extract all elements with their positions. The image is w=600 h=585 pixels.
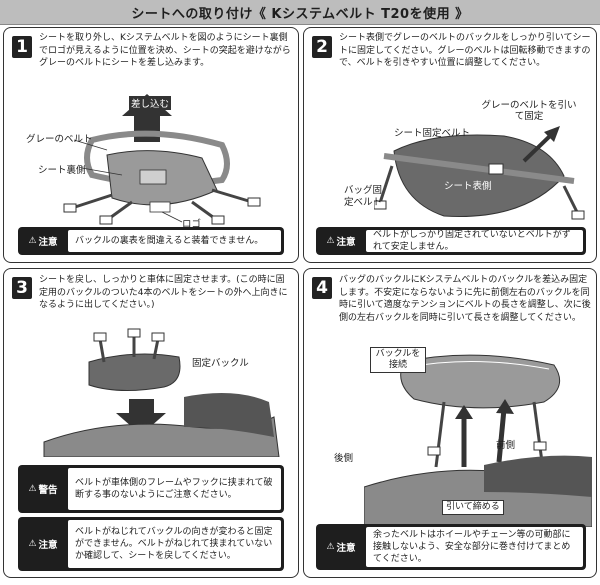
tighten-label: 引いて締める bbox=[442, 500, 504, 515]
step-description: シートを取り外し、Kシステムベルトを図のようにシート裏側でロゴが見えるように位置… bbox=[39, 33, 291, 68]
logo-patch bbox=[149, 201, 171, 213]
gray-pull-label: グレーのベルトを引いて固定 bbox=[481, 100, 577, 122]
gray-belt bbox=[84, 130, 230, 187]
step-4-panel: 4 バッグのバックルにKシステムベルトのバックルを差込み固定します。不安定になら… bbox=[303, 268, 597, 578]
logo-label: ロゴ bbox=[182, 219, 202, 230]
step-description: シートを戻し、しっかりと車体に固定させます。(この時に固定用のバックルのついた4… bbox=[39, 275, 288, 310]
connect-buckle-label: バックルを接続 bbox=[370, 347, 426, 373]
push-label: 差し込む bbox=[129, 96, 172, 110]
note-text: ベルトがしっかり固定されていないとベルトがずれて安定しません。 bbox=[366, 230, 583, 252]
step-2-panel: 2 シート表側でグレーのベルトのバックルをしっかり引いてシートに固定してください… bbox=[303, 27, 597, 263]
note-text: 余ったベルトはホイールやチェーン等の可動部に接触しないよう、安全な部分に巻き付け… bbox=[366, 527, 583, 567]
step-number: 4 bbox=[312, 277, 332, 299]
caution-badge: ⚠注意 bbox=[28, 236, 58, 248]
warning-triangle-icon: ⚠ bbox=[28, 236, 37, 246]
bag-belt-label: バッグ固定ベルト bbox=[344, 185, 383, 208]
caution-badge: ⚠注意 bbox=[326, 236, 356, 248]
seat bbox=[88, 353, 181, 392]
step-description: シート表側でグレーのベルトのバックルをしっかり引いてシートに固定してください。グ… bbox=[339, 33, 591, 68]
seat-fix-belt-label: シート固定ベルト bbox=[394, 128, 471, 139]
caution-note: ⚠注意 ベルトがねじれてバックルの向きが変わると固定ができません。ベルトがねじれ… bbox=[18, 517, 284, 571]
step-2-illustration bbox=[374, 126, 585, 220]
front-label: 前側 bbox=[496, 440, 516, 451]
caution-note: ⚠注意 バックルの裏表を間違えると装着できません。 bbox=[18, 227, 284, 255]
warning-triangle-icon: ⚠ bbox=[28, 484, 37, 494]
rear-label: 後側 bbox=[334, 453, 354, 464]
note-text: ベルトがねじれてバックルの向きが変わると固定ができません。ベルトがねじれて挟まれ… bbox=[68, 520, 281, 568]
step-description: バッグのバックルにKシステムベルトのバックルを差込み固定します。不安定にならない… bbox=[339, 275, 591, 323]
caution-badge: ⚠注意 bbox=[326, 542, 356, 554]
step-number: 3 bbox=[12, 277, 32, 299]
step-1-panel: 1 シートを取り外し、Kシステムベルトを図のようにシート裏側でロゴが見えるように… bbox=[3, 27, 299, 263]
caution-note: ⚠注意 余ったベルトはホイールやチェーン等の可動部に接触しないよう、安全な部分に… bbox=[316, 524, 586, 570]
seat-front-label: シート表側 bbox=[444, 181, 492, 192]
note-text: バックルの裏表を間違えると装着できません。 bbox=[68, 230, 281, 252]
step-4-illustration bbox=[364, 354, 592, 527]
bag bbox=[400, 354, 561, 409]
note-text: ベルトが車体側のフレームやフックに挟まれて破断する事のないようにご注意ください。 bbox=[68, 468, 281, 510]
fixed-buckle-label: 固定バックル bbox=[192, 358, 249, 369]
warning-triangle-icon: ⚠ bbox=[326, 236, 335, 246]
step-number: 2 bbox=[312, 36, 332, 58]
warning-badge: ⚠警告 bbox=[28, 484, 58, 496]
warning-note: ⚠警告 ベルトが車体側のフレームやフックに挟まれて破断する事のないようにご注意く… bbox=[18, 465, 284, 513]
seat-back-label: シート裏側 bbox=[38, 165, 86, 176]
step-3-illustration bbox=[43, 328, 280, 457]
warning-triangle-icon: ⚠ bbox=[326, 542, 335, 552]
down-arrow bbox=[116, 399, 166, 435]
step-3-panel: 3 シートを戻し、しっかりと車体に固定させます。(この時に固定用のバックルのつい… bbox=[3, 268, 299, 578]
caution-badge: ⚠注意 bbox=[28, 539, 58, 551]
page-header: シートへの取り付け《 Kシステムベルト T20を使用 》 bbox=[0, 0, 600, 25]
seat-top bbox=[393, 134, 565, 217]
warning-triangle-icon: ⚠ bbox=[28, 539, 37, 549]
step-number: 1 bbox=[12, 36, 32, 58]
page-title: シートへの取り付け《 Kシステムベルト T20を使用 》 bbox=[131, 6, 469, 22]
gray-belt-label: グレーのベルト bbox=[26, 134, 93, 145]
step-1-illustration bbox=[63, 94, 261, 225]
caution-note: ⚠注意 ベルトがしっかり固定されていないとベルトがずれて安定しません。 bbox=[316, 227, 586, 255]
